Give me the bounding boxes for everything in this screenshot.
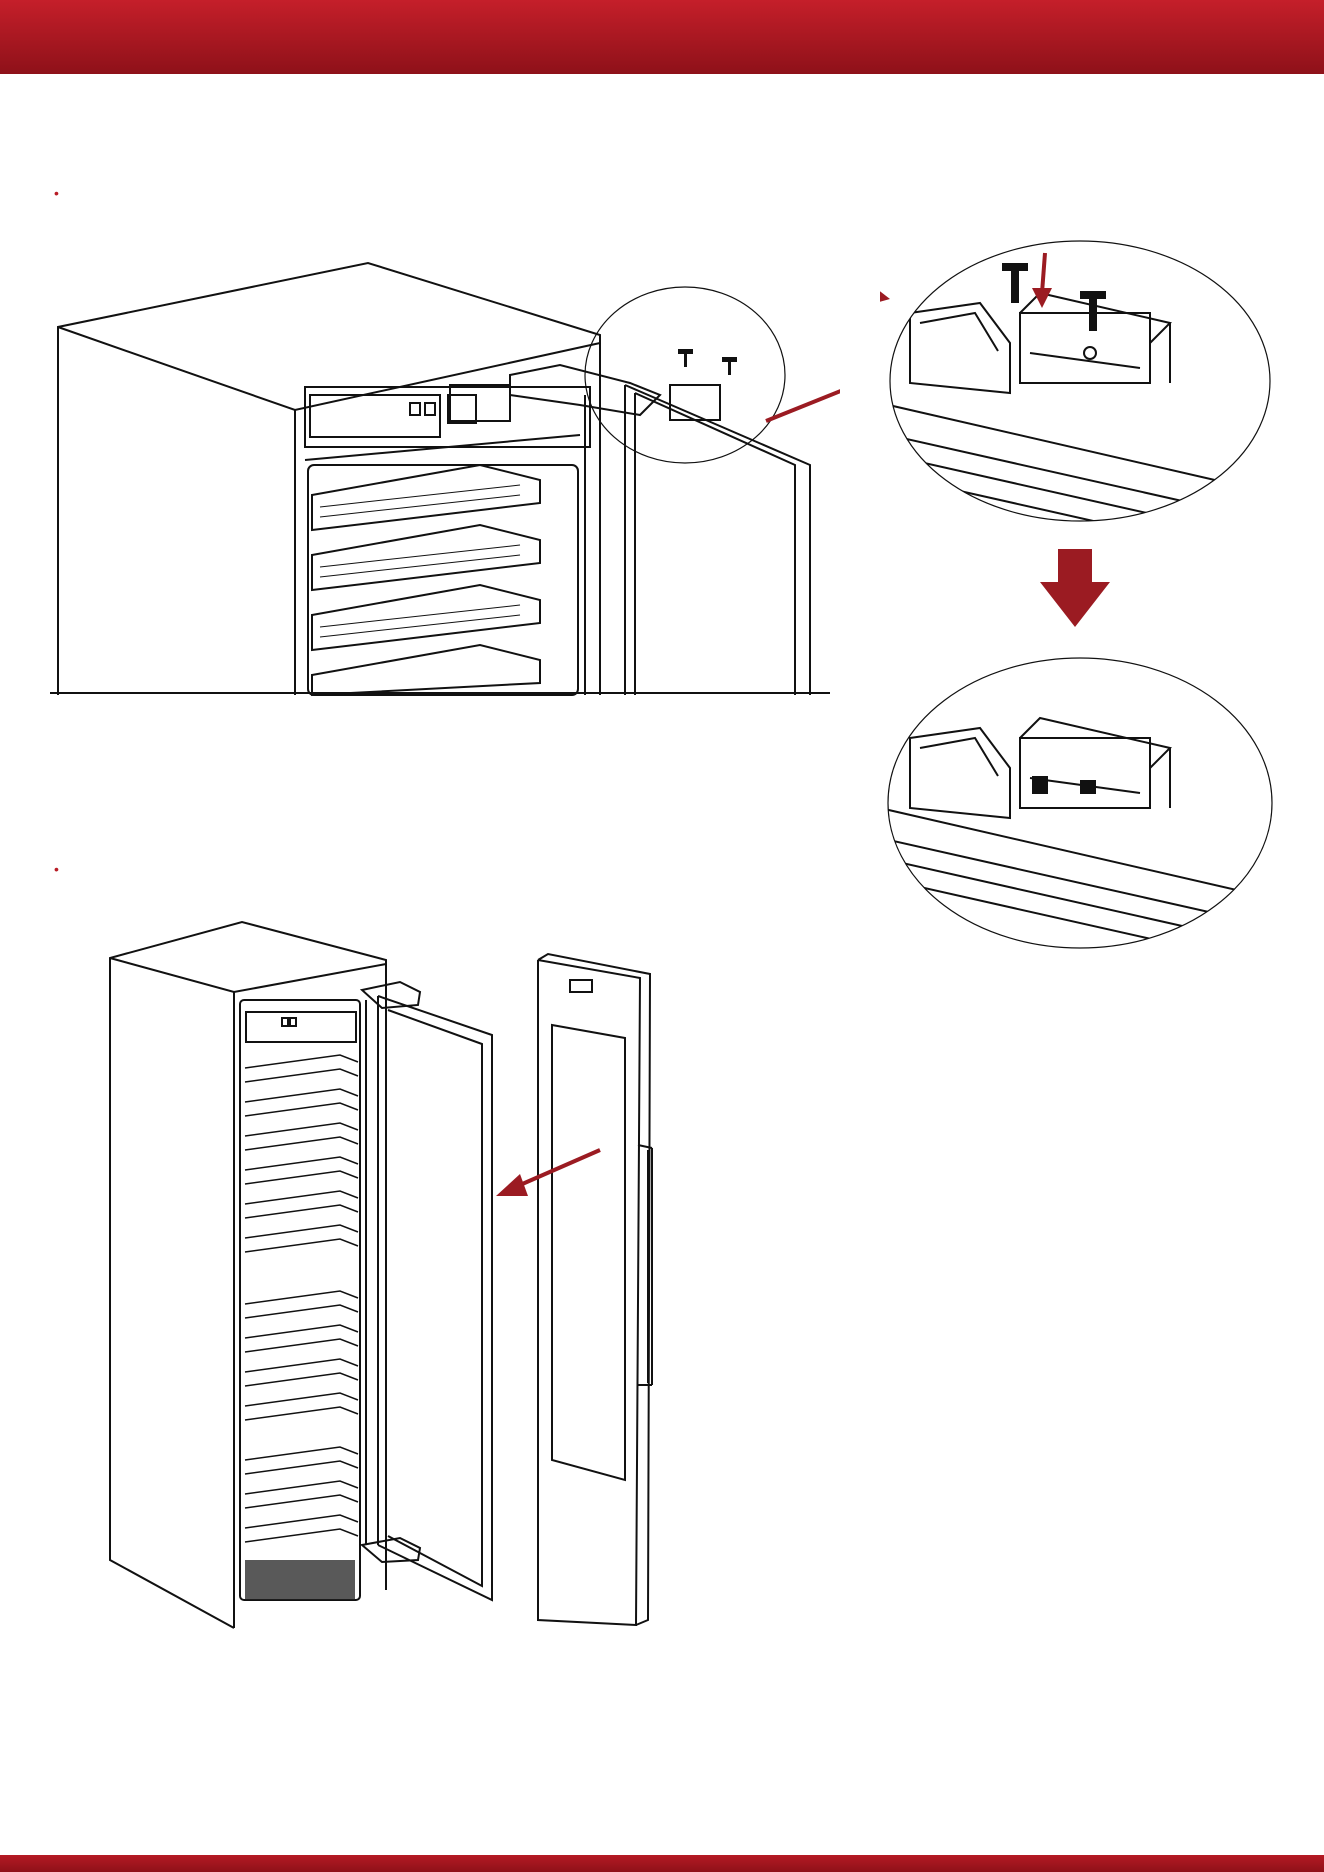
door-panel-attach-illustration (100, 920, 700, 1640)
step-2-bullet: • (54, 862, 59, 876)
hinge-detail-before-illustration (880, 233, 1280, 533)
hinge-screw-install-illustration (40, 255, 840, 705)
step-1-bullet: • (54, 186, 59, 200)
header-bar (0, 0, 1324, 74)
footer-bar (0, 1855, 1324, 1872)
hinge-detail-after-illustration (880, 648, 1280, 958)
down-arrow-icon (1040, 549, 1110, 627)
